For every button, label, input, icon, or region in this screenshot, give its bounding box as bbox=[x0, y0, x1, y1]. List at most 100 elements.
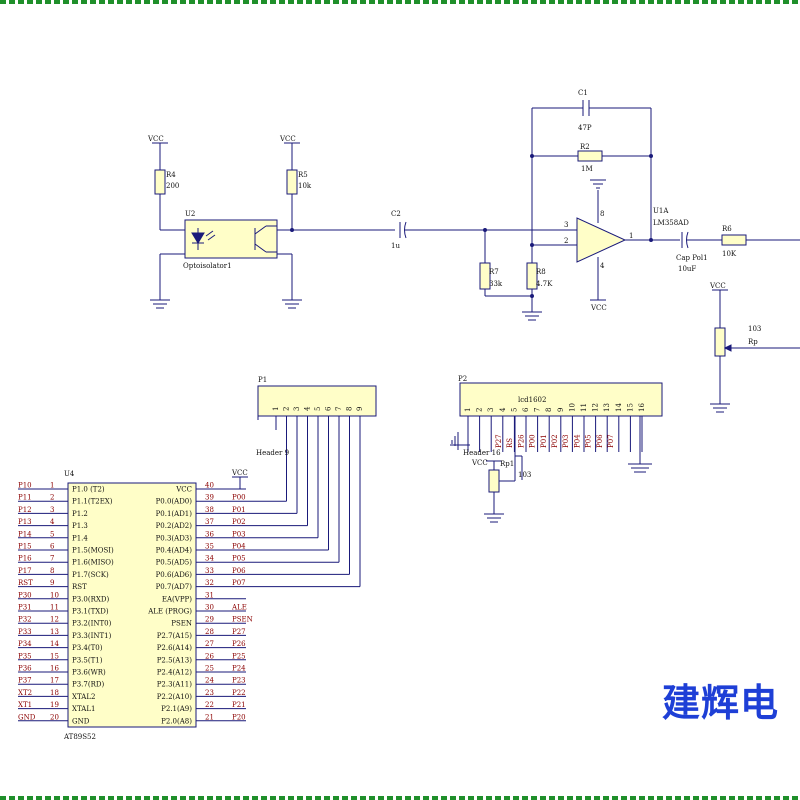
mcu-left-net-label: P13 bbox=[18, 518, 32, 526]
vcc-label-mcu: VCC bbox=[231, 469, 248, 477]
mcu-right-pin-function: VCC bbox=[175, 486, 192, 494]
mcu-right-net-label: P00 bbox=[232, 494, 246, 502]
rp-value: 103 bbox=[748, 325, 761, 333]
r5-ref: R5 bbox=[298, 171, 308, 179]
vcc-label-r5: VCC bbox=[279, 135, 296, 143]
mcu-left-pin-number: 2 bbox=[50, 494, 54, 502]
mcu-left-pin-function: P3.2(INT0) bbox=[72, 620, 112, 628]
lcd-net-label: P04 bbox=[573, 434, 581, 448]
lcd-net-label: P01 bbox=[540, 434, 548, 448]
lcd-net-label: P26 bbox=[517, 434, 525, 448]
lcd-net-label: P06 bbox=[596, 434, 604, 448]
mcu-right-net-label: P27 bbox=[232, 628, 246, 636]
opamp-pin-2: 2 bbox=[564, 237, 568, 245]
header9-pin-number: 6 bbox=[325, 406, 333, 411]
lcd-pin-number: 6 bbox=[522, 407, 530, 412]
mcu-left-pin-function: P1.2 bbox=[72, 510, 88, 518]
mcu-left-pin-function: P1.5(MOSI) bbox=[72, 547, 114, 555]
mcu-right-pin-number: 35 bbox=[205, 543, 214, 551]
mcu-left-pin-function: P1.7(SCK) bbox=[72, 571, 109, 579]
mcu-right-pin-number: 26 bbox=[205, 652, 214, 660]
r8-value: 4.7K bbox=[536, 280, 553, 288]
mcu-left-pin-function: P1.6(MISO) bbox=[72, 559, 114, 567]
mcu-right-pin-function: PSEN bbox=[171, 620, 192, 628]
mcu-right-pin-function: P0.2(AD2) bbox=[156, 522, 193, 530]
mcu-left-net-label: P11 bbox=[18, 494, 32, 502]
vcc-label-rp: VCC bbox=[709, 282, 726, 290]
mcu-right-pin-function: EA(VPP) bbox=[162, 595, 192, 603]
border-bottom bbox=[0, 796, 800, 800]
mcu-left-pin-number: 1 bbox=[50, 482, 54, 490]
mcu-left-pin-number: 10 bbox=[50, 591, 59, 599]
lcd-net-label: RS bbox=[506, 438, 514, 448]
r6-value: 10K bbox=[722, 250, 737, 258]
mcu-right-pin-function: P0.1(AD1) bbox=[156, 510, 193, 518]
lcd-net-label: P05 bbox=[585, 434, 593, 448]
header9-pin-number: 5 bbox=[314, 407, 322, 411]
mcu-left-pin-function: P1.1(T2EX) bbox=[72, 498, 113, 506]
mcu-left-pin-number: 7 bbox=[50, 555, 54, 563]
mcu-left-net-label: XT1 bbox=[18, 701, 32, 709]
mcu-left-net-label: P32 bbox=[18, 616, 32, 624]
p1-ref: P1 bbox=[258, 376, 267, 384]
u4-value: AT89S52 bbox=[63, 733, 96, 741]
mcu-left-pin-function: P3.6(WR) bbox=[72, 669, 106, 677]
mcu-right-net-label: PSEN bbox=[232, 616, 253, 624]
mcu-right-pin-function: P2.2(A10) bbox=[157, 693, 193, 701]
opamp-pin-1: 1 bbox=[629, 232, 633, 240]
mcu-left-net-label: P30 bbox=[18, 591, 32, 599]
r7-value: 33k bbox=[489, 280, 503, 288]
header9-pin-number: 2 bbox=[283, 407, 291, 411]
mcu-left-pin-function: P3.0(RXD) bbox=[72, 595, 109, 603]
mcu-left-pin-function: P1.4 bbox=[72, 534, 88, 542]
mcu-left-pin-function: P3.3(INT1) bbox=[72, 632, 112, 640]
mcu-right-net-label: P01 bbox=[232, 506, 246, 514]
mcu-left-pin-number: 9 bbox=[50, 579, 54, 587]
mcu-left-net-label: GND bbox=[18, 713, 36, 721]
mcu-right-net-label: P23 bbox=[232, 677, 246, 685]
mcu-left-pin-number: 17 bbox=[50, 677, 59, 685]
mcu-left-pin-function: P3.1(TXD) bbox=[72, 608, 109, 616]
mcu-right-net-label: P07 bbox=[232, 579, 246, 587]
mcu-right-pin-function: P0.0(AD0) bbox=[156, 498, 193, 506]
mcu-right-pin-number: 27 bbox=[205, 640, 214, 648]
mcu-left-pin-number: 18 bbox=[50, 689, 59, 697]
mcu-right-pin-number: 30 bbox=[205, 604, 214, 612]
r4-value: 200 bbox=[166, 182, 179, 190]
mcu-left-pin-function: P1.3 bbox=[72, 522, 88, 530]
u1a-value: LM358AD bbox=[653, 219, 689, 227]
mcu-right-net-label: P25 bbox=[232, 652, 246, 660]
header9-pin-number: 1 bbox=[272, 407, 280, 411]
mcu-left-pin-number: 5 bbox=[50, 530, 54, 538]
mcu-right-net-label: P22 bbox=[232, 689, 246, 697]
lcd-net-label: P02 bbox=[551, 434, 559, 448]
mcu-right-pin-function: P2.6(A14) bbox=[157, 644, 193, 652]
mcu-right-pin-function: P0.7(AD7) bbox=[156, 583, 193, 591]
c2-ref: C2 bbox=[391, 210, 401, 218]
r5-value: 10k bbox=[298, 182, 312, 190]
u2-value: Optoisolator1 bbox=[183, 262, 232, 270]
mcu-left-net-label: XT2 bbox=[18, 689, 32, 697]
mcu-right-pin-number: 32 bbox=[205, 579, 214, 587]
lcd-pin-number: 13 bbox=[603, 403, 611, 412]
c1-ref: C1 bbox=[578, 89, 588, 97]
opamp-pin-3: 3 bbox=[564, 221, 568, 229]
mcu-right-net-label: P26 bbox=[232, 640, 246, 648]
mcu-right-pin-number: 37 bbox=[205, 518, 214, 526]
rp1-ref: Rp1 bbox=[500, 460, 514, 468]
mcu-left-pin-number: 8 bbox=[50, 567, 54, 575]
mcu-right-pin-number: 23 bbox=[205, 689, 214, 697]
mcu-left-pin-function: P3.5(T1) bbox=[72, 656, 103, 664]
mcu-right-pin-function: ALE (PROG) bbox=[147, 608, 192, 616]
opamp-pin-8: 8 bbox=[600, 210, 604, 218]
r2-value: 1M bbox=[581, 165, 593, 173]
mcu-right-pin-function: P0.4(AD4) bbox=[156, 547, 193, 555]
mcu-right-net-label: P02 bbox=[232, 518, 246, 526]
mcu-left-net-label: P36 bbox=[18, 665, 32, 673]
header9-pin-number: 4 bbox=[304, 406, 312, 411]
mcu-right-pin-number: 38 bbox=[205, 506, 214, 514]
mcu-right-pin-function: P2.5(A13) bbox=[157, 656, 193, 664]
rp-ref: Rp bbox=[748, 338, 758, 346]
mcu-right-pin-function: P2.7(A15) bbox=[157, 632, 193, 640]
p2-header: Header 16 bbox=[463, 449, 501, 457]
